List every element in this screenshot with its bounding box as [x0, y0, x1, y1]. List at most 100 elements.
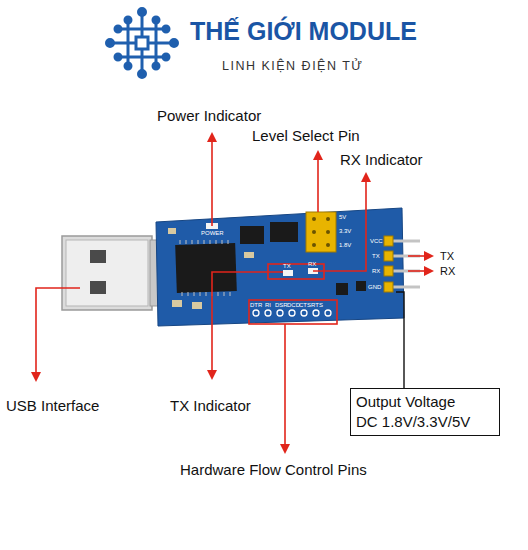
box-text: Output Voltage [356, 392, 494, 412]
pcb-board-part [244, 252, 254, 258]
logo-icon-part [115, 26, 121, 32]
pcb-board-part-part [186, 240, 187, 244]
logo-icon-part [153, 17, 159, 23]
header-pins-part [390, 241, 420, 287]
callout-arrow-part [36, 288, 80, 380]
pcb-board-part-part [253, 310, 259, 316]
silkscreen-label: RX [308, 261, 316, 268]
callout-arrow-part [211, 134, 213, 226]
logo-icon-part [153, 63, 159, 69]
pin-label: GND [368, 284, 381, 291]
pcb-board-part-part [325, 310, 331, 316]
logo-icon-part [139, 71, 146, 78]
pin-label: RI [265, 302, 271, 309]
pcb-board-part-part [192, 240, 193, 244]
pcb-board-part [306, 212, 336, 252]
logo-text: THẾ GIỚI MODULE [190, 18, 417, 46]
silkscreen-label: POWER [201, 230, 224, 237]
usb-plug [62, 236, 160, 310]
silkscreen-label: 3.3V [339, 228, 351, 235]
header-pins-part-part [384, 236, 393, 246]
usb-plug-part [66, 240, 148, 306]
usb-plug-part [90, 250, 106, 263]
callout-label: RX Indicator [340, 152, 423, 169]
pcb-board-part-part [326, 217, 330, 221]
header-pins-part [384, 236, 393, 292]
logo-icon-part [155, 20, 158, 66]
logo-icon-part [115, 54, 121, 60]
pcb-board-part [336, 283, 348, 295]
pcb-board-part [240, 226, 264, 244]
pcb-board-part-part [210, 240, 211, 244]
header-pins-part-part [384, 266, 393, 276]
leader-line [396, 292, 404, 388]
leader-line-part [396, 292, 404, 388]
pcb-board-part [253, 310, 331, 316]
pcb-board-part-part [277, 310, 283, 316]
callout-arrow-part [284, 324, 286, 452]
logo-icon-part [139, 9, 146, 16]
pcb-board-part-part [313, 310, 319, 316]
pcb-board-part-part [265, 310, 271, 316]
callout-label: Power Indicator [157, 108, 261, 125]
callout-arrow-part [408, 270, 432, 272]
pcb-board-part-part [301, 310, 307, 316]
pcb-board-part-part [206, 292, 207, 296]
pcb-board-part-part [224, 292, 225, 296]
logo-icon-part [107, 40, 114, 47]
box-text: DC 1.8V/3.3V/5V [356, 412, 494, 432]
logo-icon [107, 9, 178, 78]
pcb-board-part-part [312, 217, 316, 221]
callout-label: Hardware Flow Control Pins [180, 462, 367, 479]
logo-icon-part [118, 28, 166, 31]
callout-label: TX Indicator [170, 398, 251, 415]
pcb-board-part-part [312, 243, 316, 247]
voltage-box: Output VoltageDC 1.8V/3.3V/5V [350, 388, 500, 436]
callout-arrow-part [212, 272, 283, 378]
usb-plug-part [90, 281, 106, 294]
callout-arrow-part [313, 174, 366, 271]
pcb-board-part-part [222, 240, 223, 244]
pcb-board-part-part [180, 240, 181, 244]
pcb-board-part-part [326, 230, 330, 234]
pcb-board-part [312, 217, 330, 247]
pin-label: DSR [275, 302, 288, 309]
logo-subtitle: LINH KIỆN ĐIỆN TỬ [222, 60, 364, 74]
pcb-board-part-part [326, 243, 330, 247]
pin-label: RX [372, 268, 380, 275]
usb-plug-part [62, 236, 152, 310]
logo-icon-part [136, 37, 148, 49]
pin-label: VCC [370, 238, 383, 245]
pcb-board-part-part [289, 310, 295, 316]
logo-icon-part [127, 20, 130, 66]
callout-arrow-part [408, 255, 432, 257]
pcb-board-part-part [198, 240, 199, 244]
logo-icon-part [163, 54, 169, 60]
pcb-board-part-part [194, 292, 195, 296]
pcb-board-part-part [230, 292, 231, 296]
header-pins-part-part [384, 282, 393, 292]
callout-arrow-part [249, 300, 337, 324]
pcb-board-part-part [182, 292, 183, 296]
pcb-board-part-part [204, 240, 205, 244]
pcb-board-part [175, 243, 237, 293]
pin-label: CTS [299, 302, 311, 309]
pcb-board-part-part [312, 230, 316, 234]
pcb-board-part [168, 228, 176, 234]
logo-icon-part [171, 40, 178, 47]
pin-label: RTS [311, 302, 323, 309]
pin-label: DTR [250, 302, 262, 309]
header-pins-part-part [384, 251, 393, 261]
signal-label: RX [440, 265, 455, 277]
header-pins [384, 236, 420, 292]
silkscreen-label: 5V [339, 214, 346, 221]
pcb-board-part-part [228, 240, 229, 244]
pcb-board-part [172, 300, 182, 307]
signal-label: TX [440, 250, 454, 262]
header-pins-part-part [390, 240, 420, 243]
pcb-board-part [180, 240, 230, 296]
pcb-board-part [356, 281, 366, 291]
pcb-board-part [192, 302, 202, 309]
callout-arrow-part [317, 152, 319, 212]
